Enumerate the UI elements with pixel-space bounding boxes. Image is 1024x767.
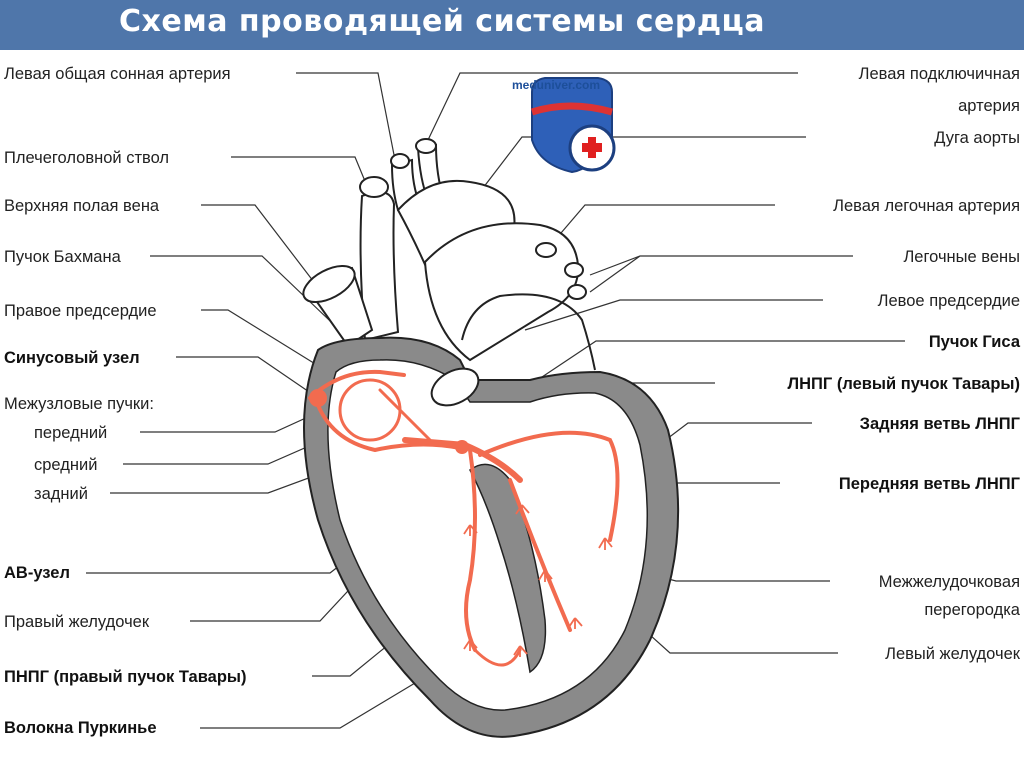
- purkinje-base: [473, 648, 522, 667]
- leader-left-atrium: [524, 299, 823, 331]
- leader-subclavian: [427, 72, 798, 141]
- left-bundle-anterior: [508, 478, 572, 632]
- leader-sinus: [176, 356, 319, 399]
- leader-brachiocephalic: [231, 156, 368, 187]
- sinus-node: [309, 389, 327, 407]
- purkinje-5: [463, 639, 478, 651]
- label-carotid: Левая общая сонная артерия: [4, 65, 231, 83]
- right-bundle: [464, 448, 477, 652]
- label-bachmann: Пучок Бахмана: [4, 248, 121, 266]
- label-svc: Верхняя полая вена: [4, 197, 160, 215]
- label-subclavian-1: Левая подключичная: [858, 65, 1020, 83]
- ivc-opening: [430, 367, 480, 407]
- label-his: Пучок Гиса: [928, 333, 1020, 351]
- purkinje-2: [538, 569, 553, 582]
- leader-aortic-arch: [469, 136, 806, 206]
- purkinje-6: [513, 645, 528, 657]
- label-purkinje: Волокна Пуркинье: [4, 719, 157, 737]
- label-right-ventricle: Правый желудочек: [4, 613, 150, 631]
- leader-right-atrium: [201, 309, 326, 371]
- leader-pulm-veins: [589, 255, 853, 293]
- purkinje-4: [463, 524, 478, 536]
- svc-opening: [302, 264, 356, 304]
- leader-carotid: [296, 72, 396, 161]
- label-rbb: ПНПГ (правый пучок Тавары): [4, 668, 247, 686]
- label-left-ventricle: Левый желудочек: [885, 645, 1020, 663]
- av-node: [455, 440, 469, 454]
- purkinje-7: [568, 617, 583, 629]
- label-aortic-arch: Дуга аорты: [934, 129, 1020, 147]
- pulm-vein-2: [564, 262, 584, 278]
- purkinje-1: [598, 537, 613, 550]
- label-lbb: ЛНПГ (левый пучок Тавары): [787, 375, 1020, 393]
- label-brachiocephalic: Плечеголовной ствол: [4, 149, 170, 167]
- label-lbb-posterior: Задняя ветвь ЛНПГ: [859, 415, 1020, 433]
- page-title: Схема проводящей системы сердца: [119, 4, 766, 39]
- pulm-vein-1: [535, 242, 557, 258]
- label-right-atrium: Правое предсердие: [4, 302, 157, 320]
- label-pulm-veins: Легочные вены: [903, 248, 1020, 266]
- label-subclavian-2: артерия: [958, 97, 1020, 115]
- brachiocephalic-opening: [359, 176, 389, 198]
- heart-inner: [327, 359, 649, 711]
- purkinje-fibers: [463, 504, 613, 657]
- left-atrium-outline: [461, 293, 596, 371]
- label-internodal: Межузловые пучки:: [4, 395, 154, 413]
- label-lbb-anterior: Передняя ветвь ЛНПГ: [838, 475, 1020, 493]
- label-septum-1: Межжелудочковая: [878, 573, 1020, 591]
- label-av-node: АВ-узел: [4, 564, 70, 582]
- meduniver-logo: [530, 77, 616, 174]
- left-bundle-posterior: [478, 430, 620, 542]
- label-sinus-node: Синусовый узел: [4, 349, 140, 367]
- great-vessels: [302, 138, 596, 371]
- label-pulm-artery: Левая легочная артерия: [833, 197, 1020, 215]
- label-septum-2: перегородка: [924, 601, 1020, 619]
- brachiocephalic-trunk: [359, 190, 400, 342]
- label-posterior: задний: [34, 485, 88, 503]
- label-middle: средний: [34, 456, 98, 474]
- subclavian-opening: [415, 138, 437, 154]
- label-left-atrium: Левое предсердие: [877, 292, 1020, 310]
- title-banner: Схема проводящей системы сердца: [0, 0, 1024, 50]
- carotid-opening: [390, 153, 410, 169]
- pulm-vein-3: [567, 284, 587, 300]
- leader-pulm-artery: [554, 204, 775, 241]
- pulmonary-trunk: [423, 222, 580, 362]
- watermark-text: meduniver.com: [512, 78, 601, 92]
- leader-svc: [201, 204, 321, 291]
- label-anterior: передний: [34, 424, 108, 442]
- purkinje-3: [515, 504, 530, 516]
- anterior-tract: [378, 388, 432, 442]
- leader-bachmann: [150, 255, 351, 341]
